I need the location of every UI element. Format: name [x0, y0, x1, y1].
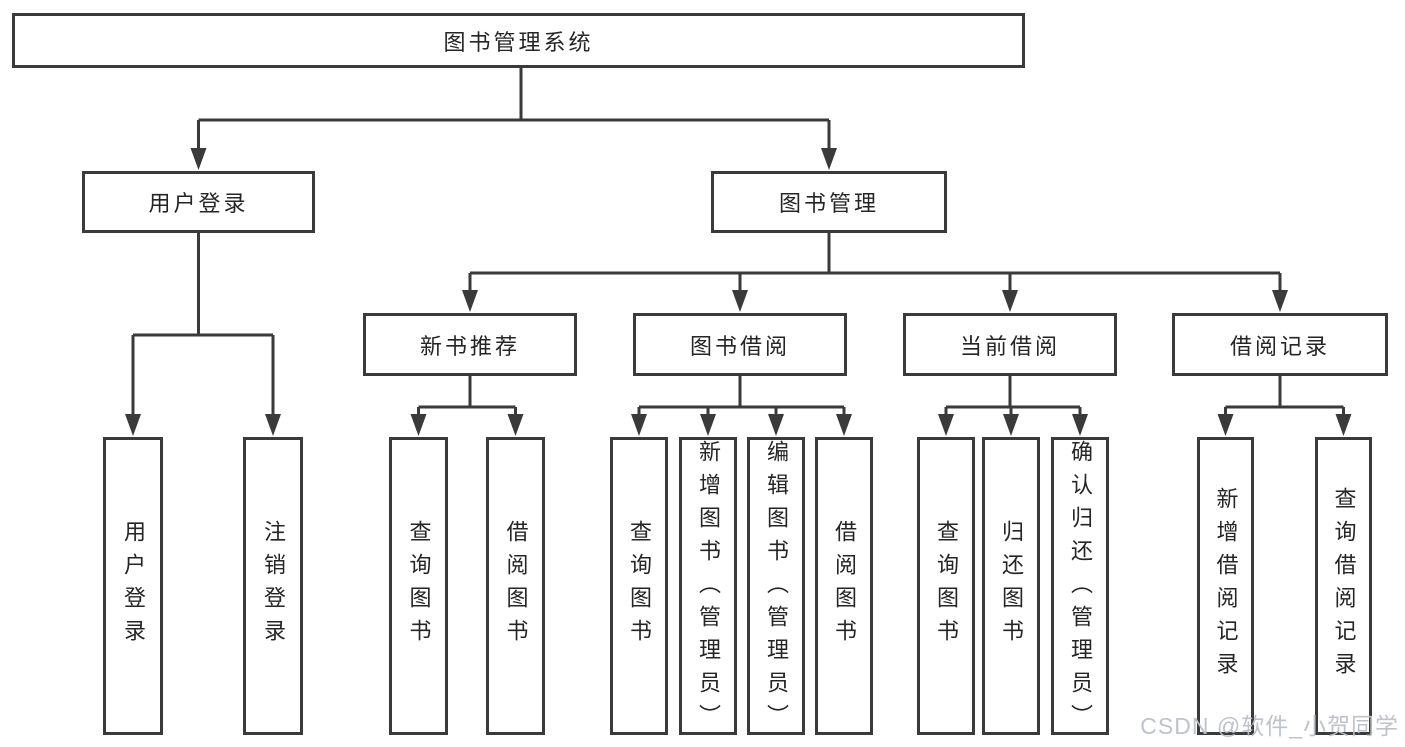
connector-user-login	[125, 233, 281, 436]
arrowhead-user-login	[190, 148, 207, 170]
leaf-add-borrow-record: 新增借阅记录	[1197, 437, 1254, 735]
arrowhead-leaf-logout	[265, 414, 281, 436]
node-book-manage: 图书管理	[711, 171, 947, 233]
arrowhead-leaf-user-login	[125, 414, 141, 436]
node-book-borrow: 图书借阅	[633, 313, 847, 376]
leaf-logout: 注销登录	[243, 437, 303, 735]
leaf-confirm-return-admin: 确认归还（管理员）	[1051, 437, 1109, 737]
connector-borrow-records	[1217, 376, 1352, 436]
node-current-borrow: 当前借阅	[903, 313, 1117, 376]
leaf-add-book-admin: 新增图书（管理员）	[679, 437, 737, 737]
arrowhead-current-borrow	[1002, 290, 1018, 312]
node-user-login: 用户登录	[82, 171, 315, 233]
leaf-query-book-current: 查询图书	[917, 437, 975, 735]
arrowhead-book-manage	[821, 148, 837, 170]
node-new-book-recommend: 新书推荐	[363, 313, 577, 376]
connector-current-borrow	[938, 376, 1088, 436]
connector-book-manage	[462, 233, 1288, 312]
connector-new-book	[410, 376, 524, 436]
leaf-query-book-borrow: 查询图书	[610, 437, 668, 735]
connector-book-borrow	[631, 376, 852, 436]
leaf-user-login: 用户登录	[103, 437, 163, 735]
arrowhead-new-book	[462, 290, 478, 312]
leaf-edit-book-admin: 编辑图书（管理员）	[747, 437, 805, 737]
arrowhead-borrow-records	[1272, 290, 1288, 312]
arrowhead-book-borrow	[732, 290, 748, 312]
leaf-query-book-recommend: 查询图书	[389, 437, 448, 735]
leaf-borrow-book: 借阅图书	[815, 437, 873, 735]
node-system: 图书管理系统	[12, 13, 1025, 68]
node-borrow-records: 借阅记录	[1172, 313, 1388, 376]
leaf-query-borrow-record: 查询借阅记录	[1315, 437, 1372, 735]
leaf-borrow-book-recommend: 借阅图书	[486, 437, 545, 735]
connector-root	[190, 68, 837, 170]
leaf-return-book: 归还图书	[982, 437, 1040, 735]
